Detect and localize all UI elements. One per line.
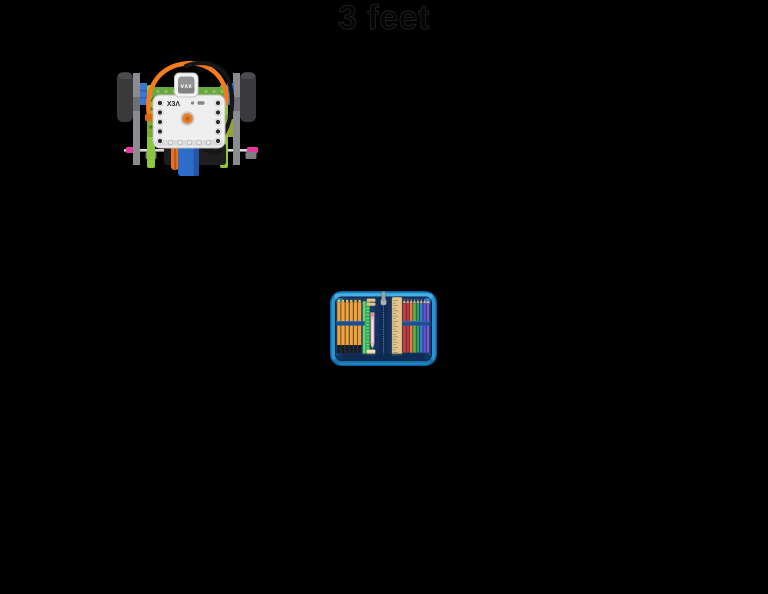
right-elastic-strap	[402, 321, 430, 326]
wooden-ruler	[391, 297, 403, 357]
blue-hub-left	[140, 83, 147, 105]
power-button	[180, 111, 195, 126]
zipper-spine	[375, 291, 392, 361]
page-title: 3 feet	[338, 0, 430, 37]
indicator-dot-icon	[190, 101, 195, 105]
tire-left	[117, 72, 133, 122]
pink-pencil	[370, 312, 375, 350]
sensor-module: v∧x	[174, 72, 199, 98]
tire-right	[240, 72, 256, 122]
case-bottom-shadow	[336, 353, 431, 361]
green-ruler	[362, 301, 370, 356]
battery-icon	[197, 101, 205, 105]
orange-cable	[145, 60, 229, 122]
zipper-pull-icon	[381, 291, 386, 301]
colored-pencils	[402, 298, 430, 353]
pink-pin-right	[247, 147, 258, 153]
vex-robot-illustration: X3Λ v∧x	[117, 60, 258, 176]
brain-logo: X3Λ	[167, 101, 181, 108]
brain-holes	[156, 99, 222, 146]
robot-brain: X3Λ	[152, 94, 226, 149]
sensor-logo: v∧x	[181, 84, 193, 90]
left-elastic-strap	[336, 321, 365, 326]
pencil-case-illustration	[330, 291, 437, 366]
